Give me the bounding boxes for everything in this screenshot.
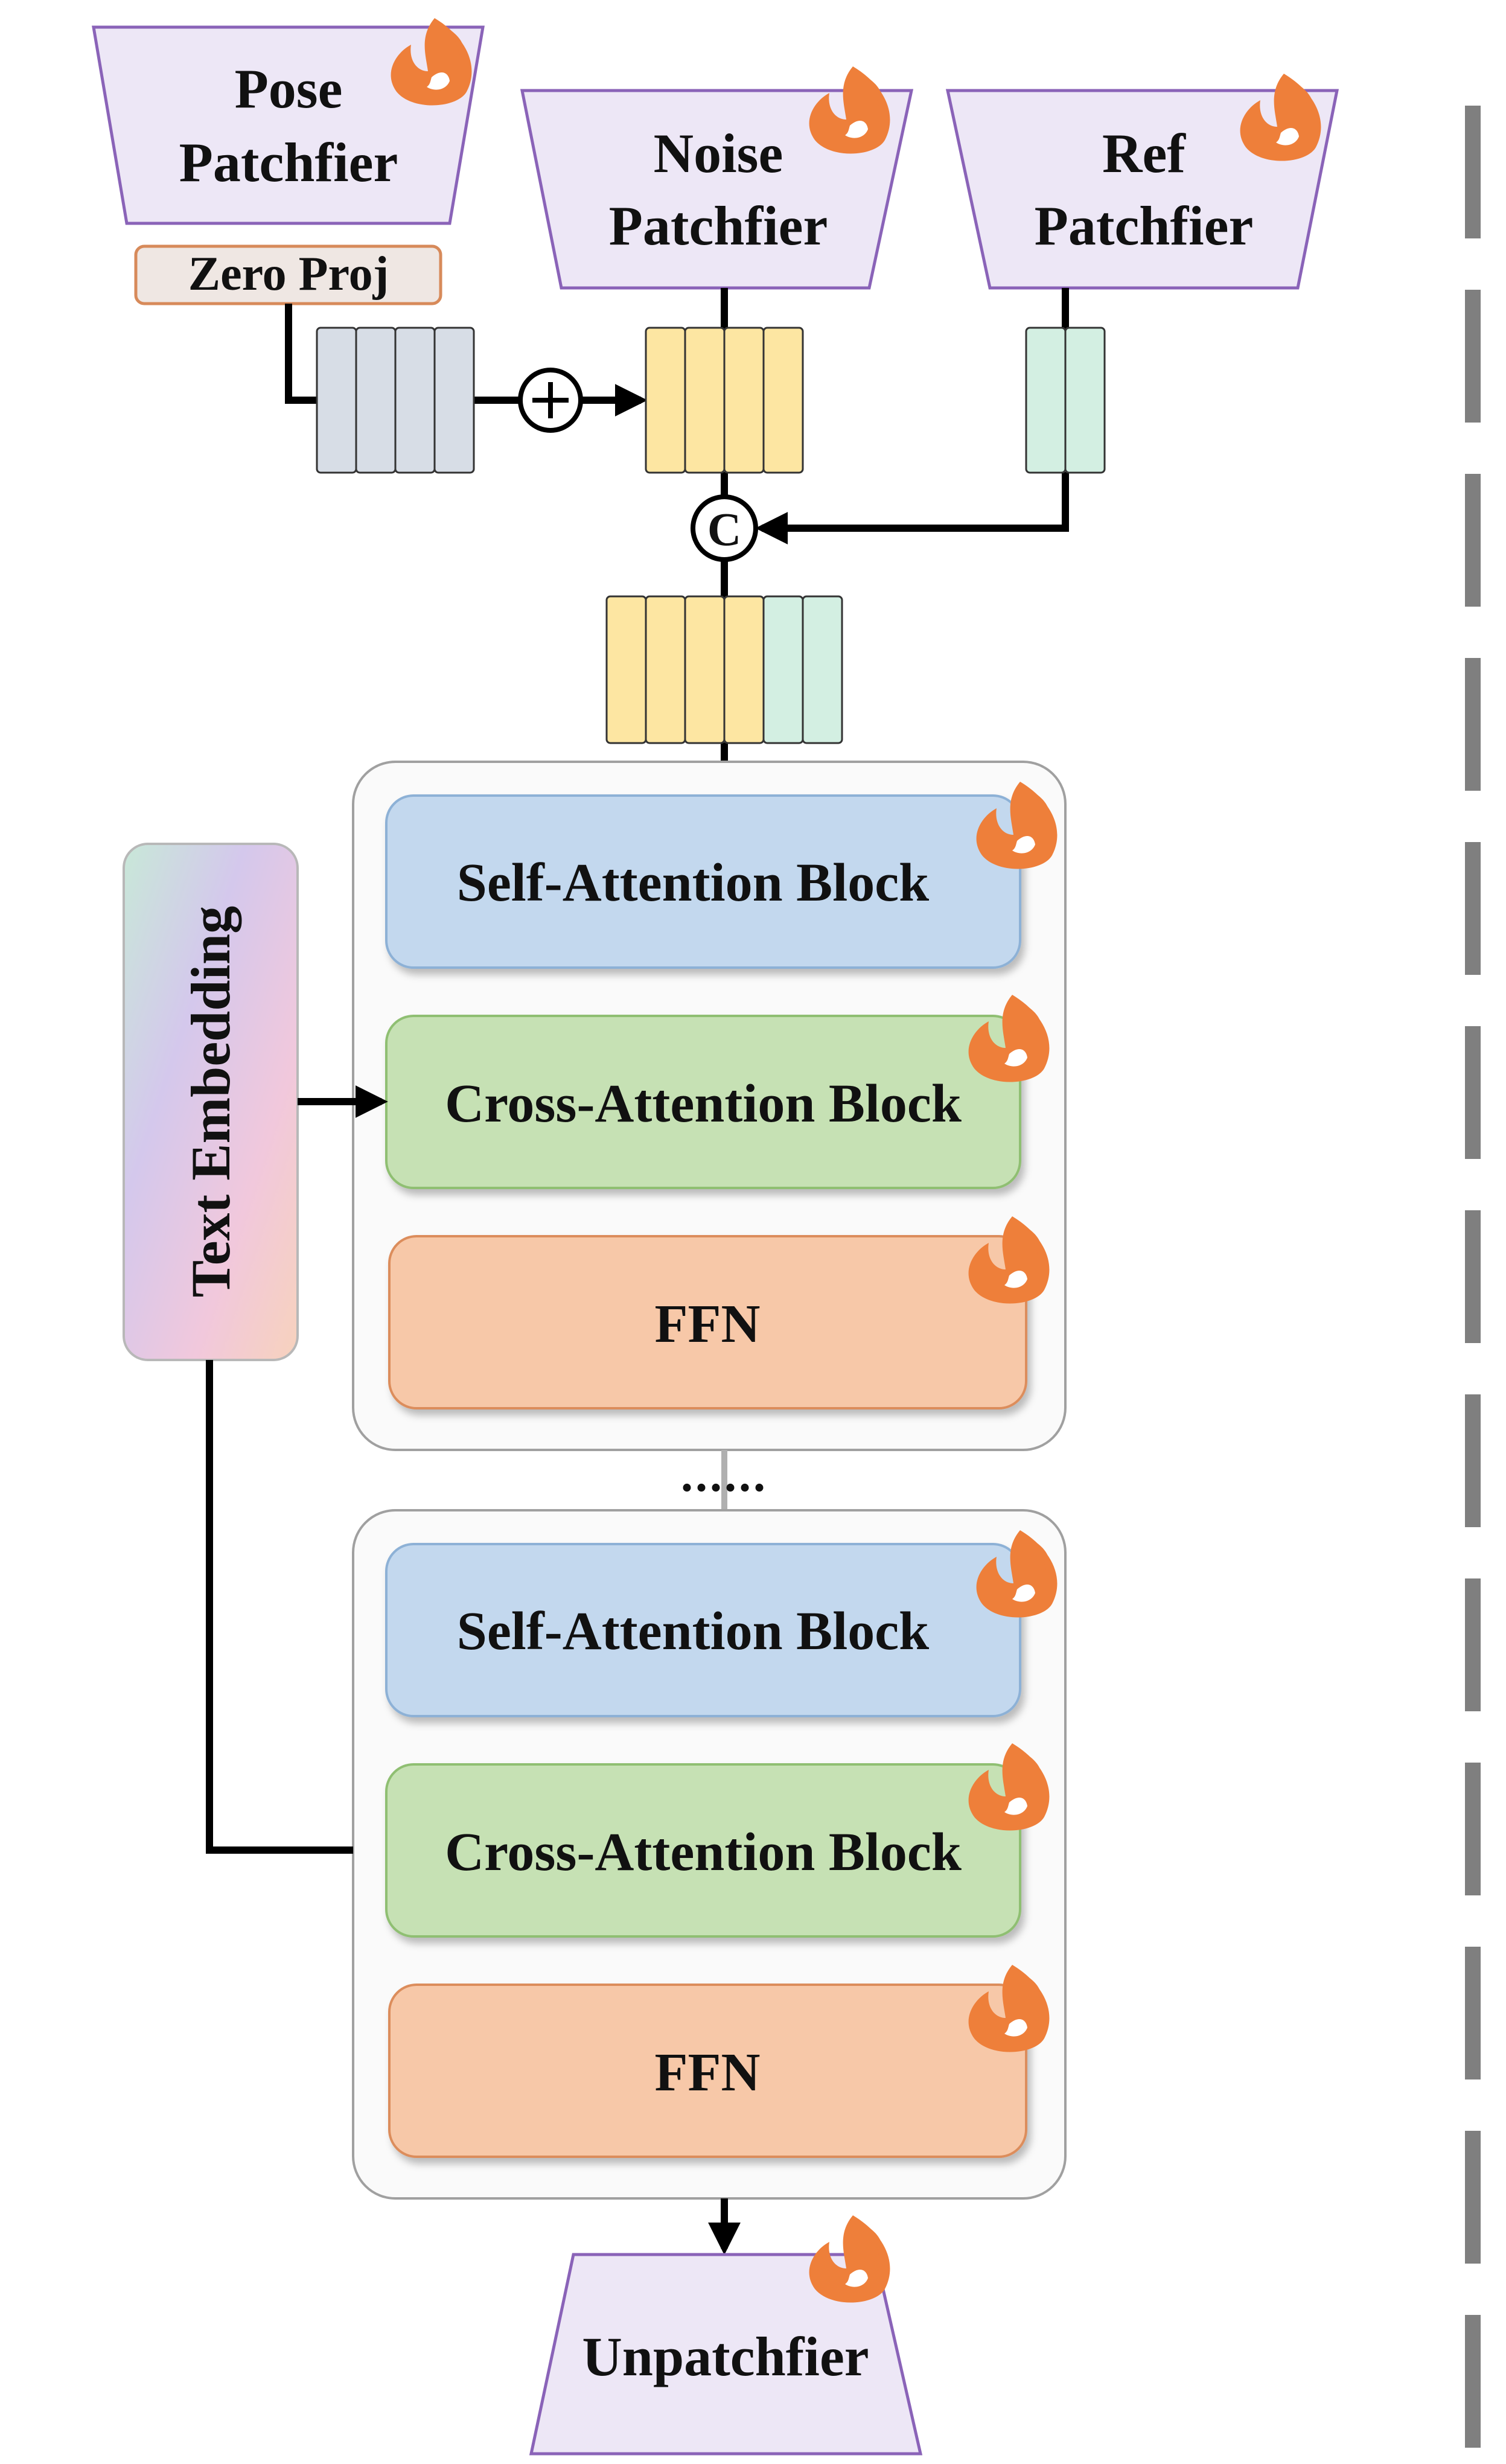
noise-tokens [645,327,804,474]
ffn-block-top [388,1235,1027,1409]
unpatchfier-label: Unpatchfier [582,2326,869,2387]
unpatchfier: Unpatchfier [529,2253,923,2456]
text-embedding-to-bottom-layer-connector [206,1360,353,1854]
self-attention-block-bottom [385,1543,1021,1717]
plus-circle-icon [518,368,583,433]
cross-attention-label-bottom: Cross-Attention Block [445,1822,962,1882]
ref-patchfier: Ref Patchfier [945,89,1339,290]
flame-icon [1240,74,1321,161]
text-embedding-label: Text Embedding [180,906,241,1297]
cross-attention-block-bottom [385,1763,1021,1938]
pose-tokens [316,327,475,474]
cross-attention-label-top: Cross-Attention Block [445,1074,962,1134]
concat-symbol: C [707,503,741,555]
pose-connector [285,304,317,404]
concat-circle-icon: C [691,494,758,562]
ffn-label-bottom: FFN [655,2043,761,2102]
pose-patchfier-label-2: Patchfier [179,132,398,193]
ref-patchfier-label-2: Patchfier [1035,195,1254,257]
self-attention-label-top: Self-Attention Block [457,853,929,913]
ffn-label-top: FFN [655,1294,761,1354]
flame-icon [809,66,890,154]
pose-patchfier-label-1: Pose [235,58,343,120]
ref-tokens [1025,327,1106,474]
flame-icon [809,2215,890,2303]
zero-proj-box: Zero Proj [134,244,442,305]
pose-patchfier: Pose Patchfier [92,25,485,225]
ref-patchfier-label-1: Ref [1102,123,1186,184]
ref-to-concat-arrow [755,472,1069,544]
noise-patchfier: Noise Patchfier [520,89,914,290]
self-attention-block-top [385,794,1021,969]
self-attention-label-bottom: Self-Attention Block [457,1601,929,1661]
noise-patchfier-label-1: Noise [654,123,783,184]
concatenated-tokens [605,595,843,744]
ffn-block-bottom [388,1984,1027,2158]
ellipsis: ...... [681,1449,768,1502]
zero-proj-label: Zero Proj [188,247,389,301]
noise-patchfier-label-2: Patchfier [609,195,828,257]
